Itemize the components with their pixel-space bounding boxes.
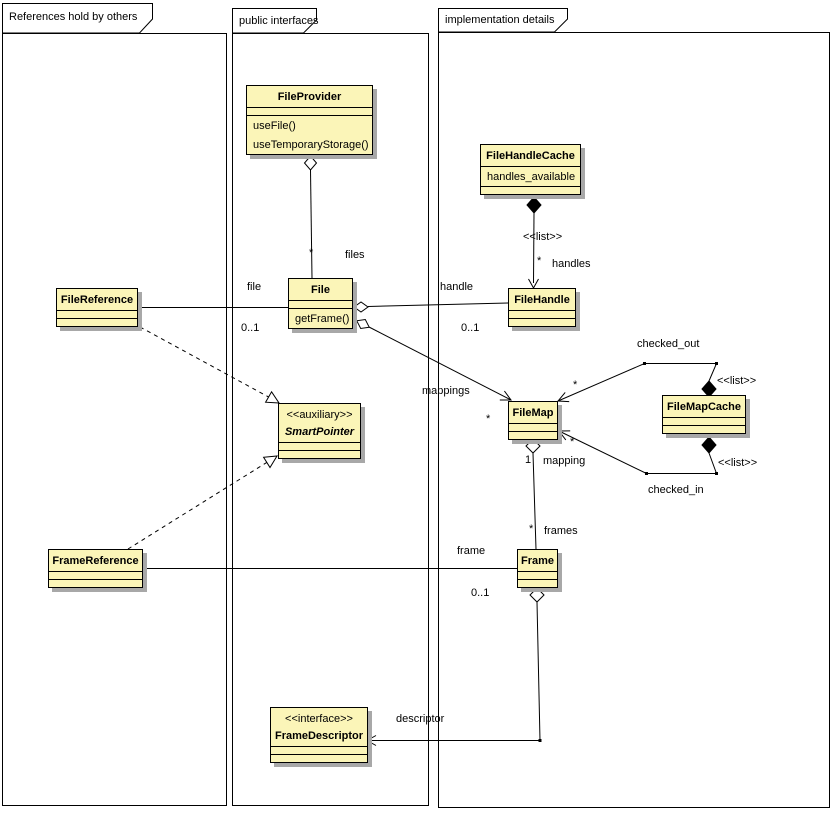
edge-label-checked-in-role: checked_in	[648, 484, 704, 496]
edge-label-handles-list-stereotype: <<list>>	[523, 231, 563, 243]
attribute: handles_available	[487, 171, 576, 183]
edge-label-mappings-role: mappings	[422, 385, 470, 397]
class-name: FileReference	[60, 294, 134, 306]
edge-label-mapping-mult: 1	[525, 454, 532, 466]
attributes-compartment	[279, 442, 360, 450]
attributes-compartment	[509, 423, 557, 431]
edge-label-files-mult: *	[309, 247, 314, 259]
class-framedescriptor: <<interface>> FrameDescriptor	[270, 707, 368, 763]
class-name: Frame	[521, 555, 555, 567]
package-public-interfaces-body	[232, 33, 429, 806]
edge-label-file-role: file	[247, 281, 262, 293]
class-fileprovider: FileProvider useFile() useTemporaryStora…	[246, 85, 373, 155]
operations-compartment: useFile() useTemporaryStorage()	[247, 115, 372, 154]
package-implementation-details-body	[438, 32, 830, 808]
class-filemap: FileMap	[508, 401, 558, 440]
class-name: File	[311, 284, 330, 296]
class-name: FileHandle	[514, 294, 570, 306]
edge-label-mappings-mult: *	[486, 413, 491, 425]
class-name: SmartPointer	[284, 426, 355, 438]
class-name: FrameReference	[52, 555, 139, 567]
edge-label-checked-out-role: checked_out	[637, 338, 700, 350]
operations-compartment	[49, 579, 142, 587]
operations-compartment	[279, 450, 360, 458]
edge-label-frame-mult: 0..1	[471, 587, 490, 599]
edge-label-file-mult: 0..1	[241, 322, 260, 334]
package-label-references: References hold by others	[9, 11, 138, 23]
edge-label-handles-mult: *	[537, 255, 542, 267]
attributes-compartment	[271, 746, 367, 754]
class-frame: Frame	[517, 549, 558, 588]
class-framereference: FrameReference	[48, 549, 143, 588]
operations-compartment	[509, 431, 557, 439]
class-filehandle: FileHandle	[508, 288, 576, 327]
class-name: FileProvider	[277, 91, 342, 103]
attributes-compartment	[509, 310, 575, 318]
attributes-compartment	[57, 310, 137, 318]
operations-compartment	[518, 579, 557, 587]
operation: getFrame()	[295, 313, 350, 325]
edge-label-checked-in-list-stereotype: <<list>>	[718, 457, 758, 469]
attributes-compartment	[289, 300, 352, 308]
operations-compartment: getFrame()	[289, 308, 352, 328]
package-label-implementation-details: implementation details	[445, 14, 555, 26]
edge-label-files-role: files	[345, 249, 365, 261]
operations-compartment	[481, 186, 580, 194]
edge-label-frames-role: frames	[544, 525, 578, 537]
attributes-compartment	[663, 417, 745, 425]
class-name: FrameDescriptor	[274, 730, 364, 742]
package-label-public-interfaces: public interfaces	[239, 15, 319, 27]
class-name: FileHandleCache	[486, 150, 575, 162]
class-filereference: FileReference	[56, 288, 138, 327]
edge-label-descriptor-role: descriptor	[396, 713, 445, 725]
attributes-compartment	[247, 107, 372, 115]
edge-label-mapping-role: mapping	[543, 455, 586, 467]
class-name: FileMapCache	[667, 401, 741, 413]
class-smartpointer: <<auxiliary>> SmartPointer	[278, 403, 361, 459]
class-filehandlecache: FileHandleCache handles_available	[480, 144, 581, 195]
edge-label-checked-out-mult: *	[573, 379, 578, 391]
edge-label-handles-role: handles	[552, 258, 591, 270]
edge-label-frame-role: frame	[457, 545, 486, 557]
class-stereotype: <<auxiliary>>	[286, 409, 353, 421]
edge-label-handle-role: handle	[440, 281, 474, 293]
class-file: File getFrame()	[288, 278, 353, 329]
attributes-compartment	[518, 571, 557, 579]
operations-compartment	[509, 318, 575, 326]
package-references-body	[2, 33, 227, 806]
attributes-compartment	[49, 571, 142, 579]
attributes-compartment: handles_available	[481, 166, 580, 186]
edge-label-checked-in-mult: *	[570, 436, 575, 448]
operations-compartment	[57, 318, 137, 326]
operations-compartment	[271, 754, 367, 762]
class-stereotype: <<interface>>	[285, 713, 353, 725]
operation: useFile()	[253, 120, 296, 132]
class-filemapcache: FileMapCache	[662, 395, 746, 434]
edge-label-frames-mult: *	[529, 523, 534, 535]
operations-compartment	[663, 425, 745, 433]
operation: useTemporaryStorage()	[253, 139, 369, 151]
edge-label-checked-out-list-stereotype: <<list>>	[717, 375, 757, 387]
edge-label-handle-mult: 0..1	[461, 322, 480, 334]
class-name: FileMap	[512, 407, 554, 419]
